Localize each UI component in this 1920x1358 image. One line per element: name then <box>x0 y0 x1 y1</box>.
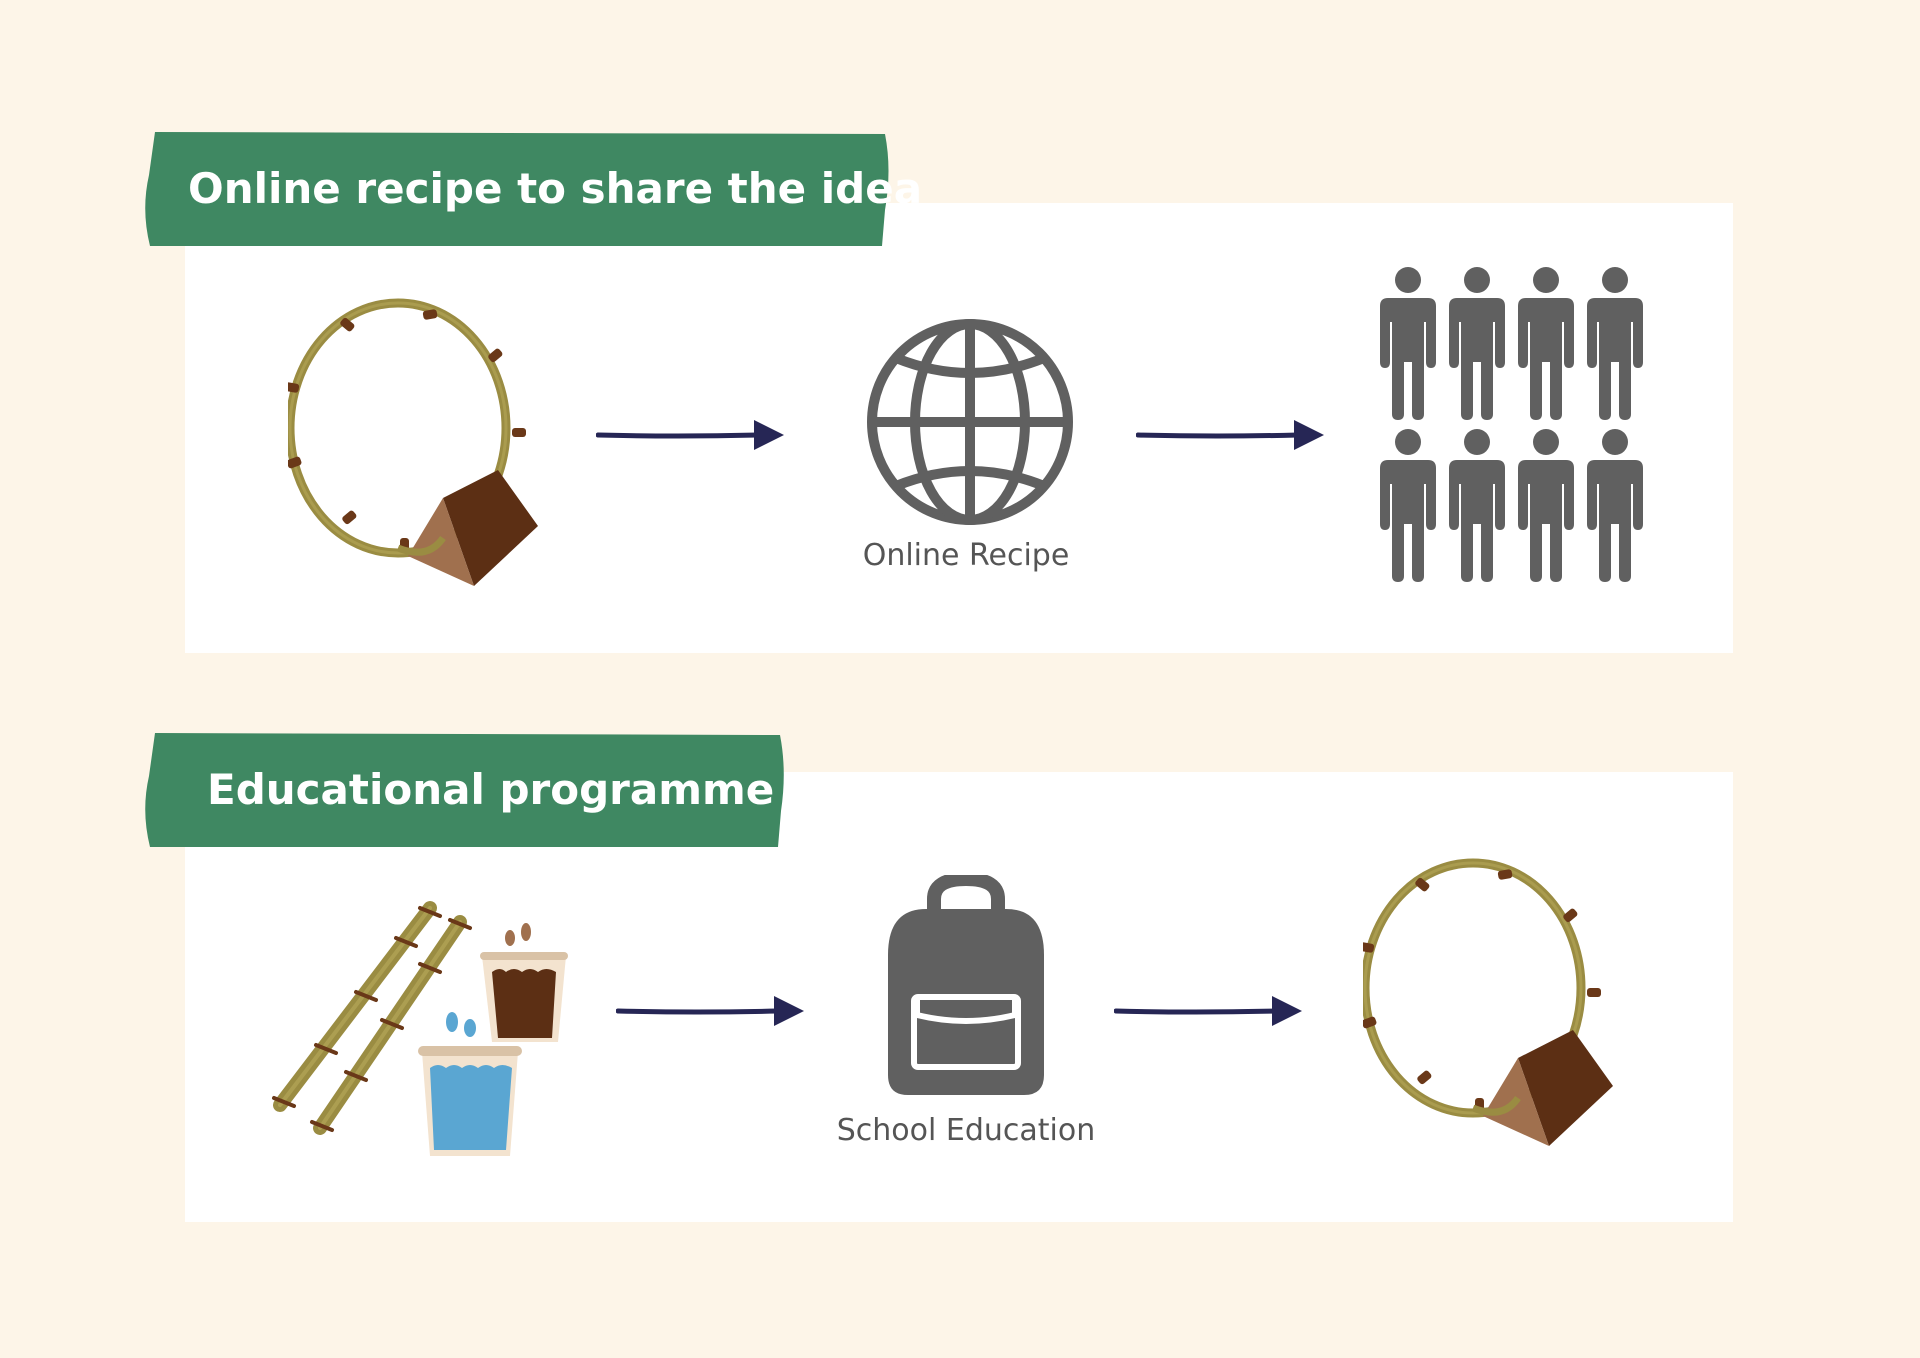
step-label-school-education: School Education <box>836 1113 1096 1148</box>
section-banner-educational: Educational programme <box>145 731 785 849</box>
section-title: Educational programme <box>207 765 775 814</box>
arrow-right-icon <box>1113 994 1304 1032</box>
step-label-online-recipe: Online Recipe <box>862 538 1070 573</box>
section-banner-online-recipe: Online recipe to share the idea <box>145 130 922 248</box>
arrow-right-icon <box>595 418 786 456</box>
bamboo-necklace-icon <box>284 298 548 592</box>
bamboo-necklace-icon <box>1359 858 1623 1152</box>
banner-shape <box>145 733 784 847</box>
bamboo-materials-icon <box>270 900 570 1164</box>
people-group-icon <box>1376 262 1648 586</box>
section-title: Online recipe to share the idea <box>188 164 923 213</box>
arrow-right-icon <box>615 994 806 1032</box>
globe-icon <box>866 318 1074 530</box>
backpack-icon <box>886 871 1046 1101</box>
banner-shape <box>145 132 889 246</box>
arrow-right-icon <box>1135 418 1326 456</box>
